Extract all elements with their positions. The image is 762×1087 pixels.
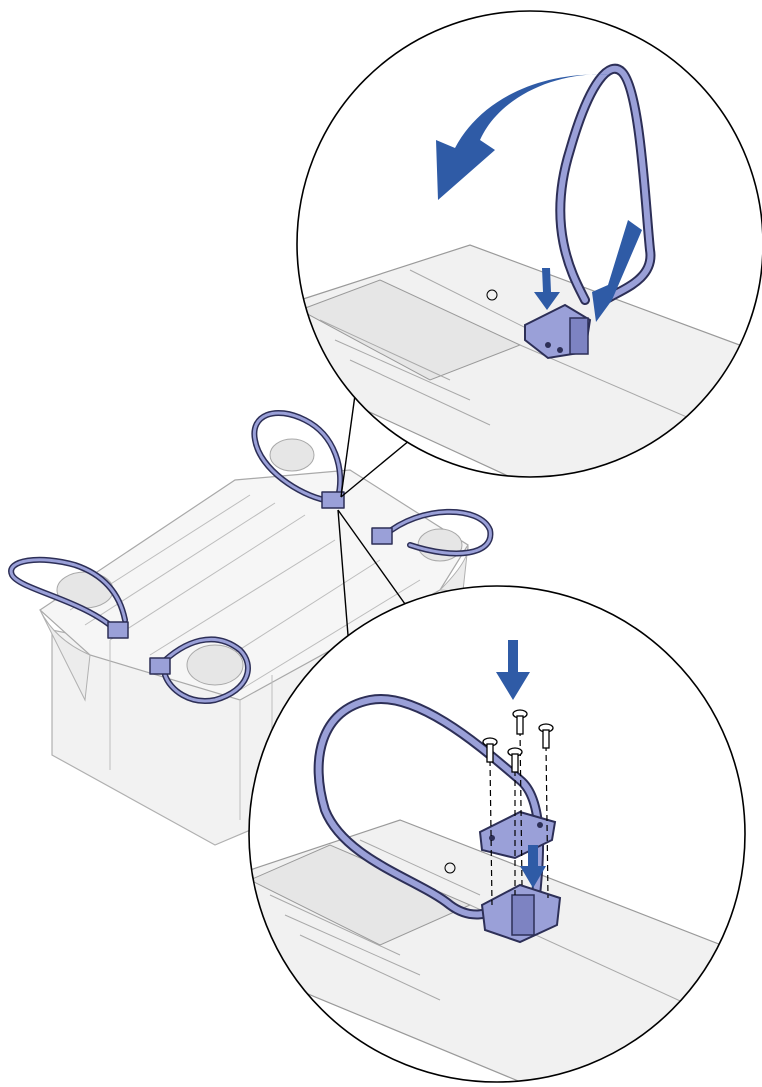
screw-icon	[482, 709, 554, 773]
bracket-1	[107, 621, 129, 639]
foot-left	[39, 609, 91, 702]
tray-rails	[69, 494, 421, 820]
bracket-4	[371, 527, 393, 545]
detail-bottom	[248, 585, 746, 1083]
detail-top	[296, 10, 762, 478]
down-arrow-top	[496, 640, 530, 700]
press-arrow-small	[534, 268, 560, 310]
press-arrow-large	[592, 220, 642, 322]
detail-top-bracket-base	[569, 317, 589, 355]
curved-arrow-icon	[436, 74, 612, 200]
down-arrow-bracket	[520, 845, 546, 888]
screw-guides	[489, 729, 549, 906]
caster-dome-3	[269, 438, 315, 472]
overview-handles	[8, 409, 494, 704]
bracket-2	[149, 657, 171, 675]
bracket-3	[321, 491, 345, 509]
base-top	[39, 469, 469, 701]
caster-dome-2	[186, 644, 244, 686]
detail-bottom-grooves	[269, 839, 701, 1011]
hole-bottom	[444, 862, 456, 874]
hole-top	[486, 289, 498, 301]
